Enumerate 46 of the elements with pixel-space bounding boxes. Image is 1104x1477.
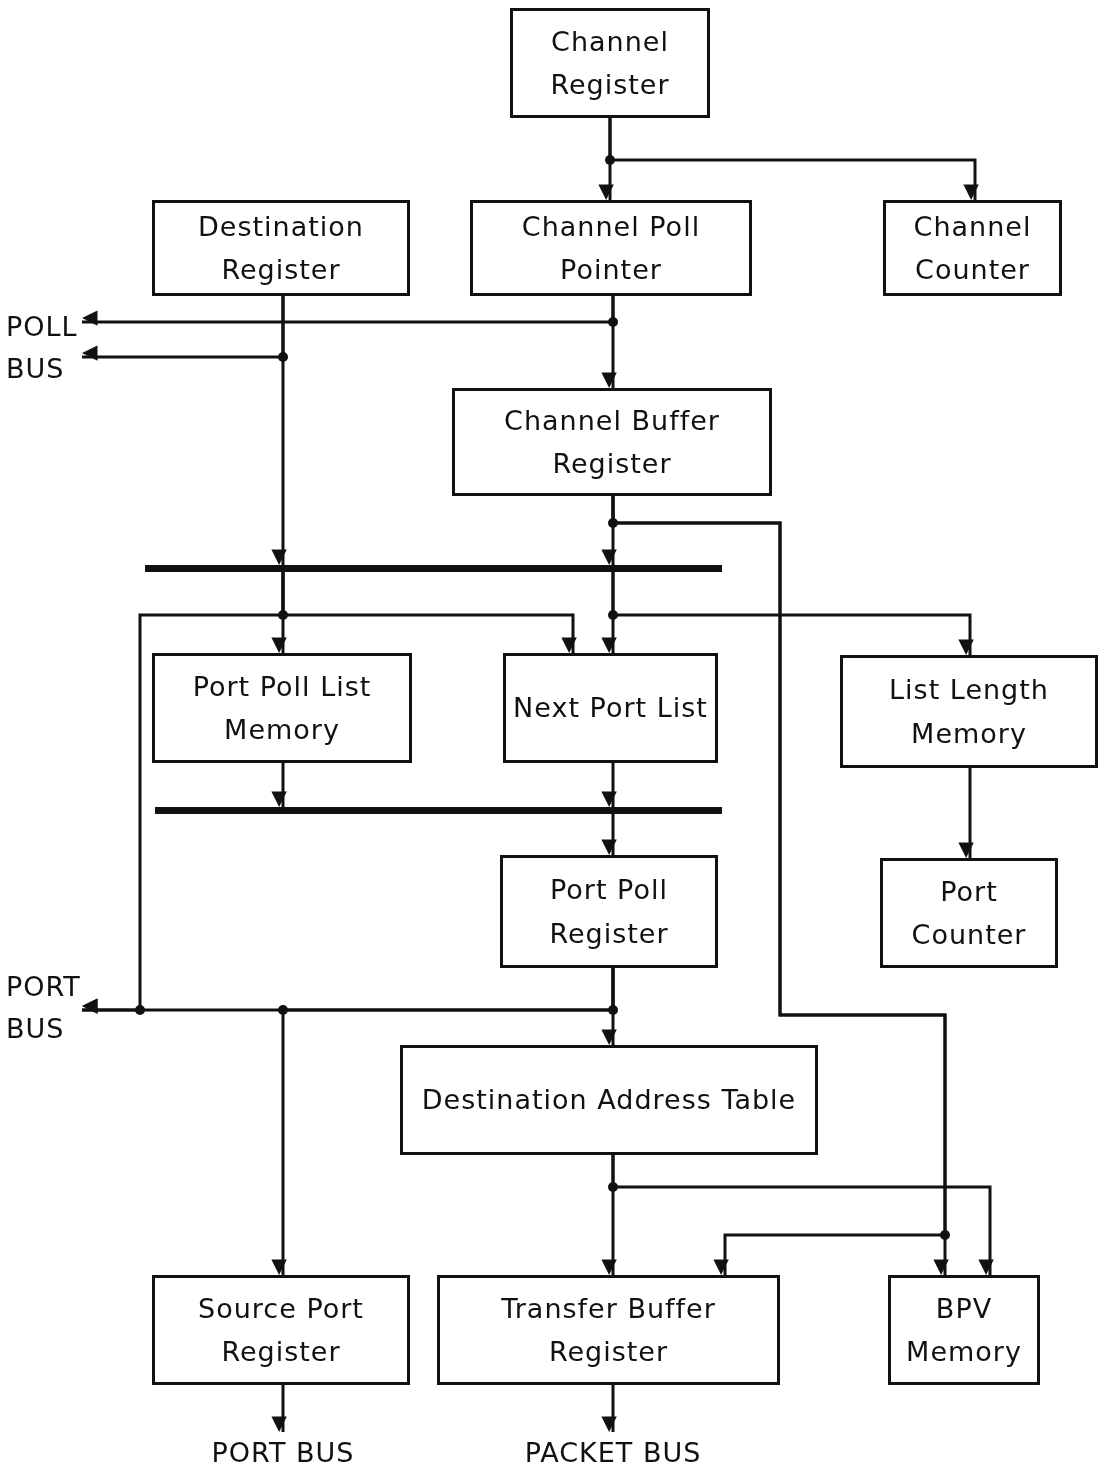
arrow <box>271 763 287 807</box>
register-box <box>500 855 718 968</box>
box-label: List Length Memory <box>888 673 1050 751</box>
bus-bar <box>145 565 722 572</box>
box-label: Destination Register <box>197 209 365 287</box>
box-label: Next Port List <box>513 691 708 726</box>
arrow <box>271 1385 287 1432</box>
register-box <box>470 200 752 296</box>
box-label: Channel Counter <box>912 209 1033 287</box>
register-box <box>883 200 1062 296</box>
arrow <box>601 1385 617 1432</box>
arrow <box>601 814 617 855</box>
register-box <box>840 655 1098 768</box>
bus-label: POLL BUS <box>6 309 79 386</box>
arrow <box>82 296 615 326</box>
register-box <box>880 858 1058 968</box>
box-label: Port Counter <box>910 874 1028 952</box>
box-label: Port Poll Register <box>548 873 670 951</box>
bus-label: PORT BUS <box>211 1436 355 1471</box>
box-label: Transfer Buffer Register <box>500 1291 717 1369</box>
box-label: Channel Buffer Register <box>503 403 721 481</box>
bus-bar <box>155 807 722 814</box>
arrow <box>271 968 615 1275</box>
bus-label: PACKET BUS <box>524 1436 702 1471</box>
register-box <box>152 200 410 296</box>
register-box <box>400 1045 818 1155</box>
register-box <box>437 1275 780 1385</box>
arrow <box>271 296 287 565</box>
register-box <box>510 8 710 118</box>
box-label: Channel Poll Pointer <box>520 209 702 287</box>
register-box <box>888 1275 1040 1385</box>
box-label: Source Port Register <box>197 1291 365 1369</box>
bus-label: PORT BUS <box>6 969 82 1046</box>
register-box <box>452 388 772 496</box>
register-box <box>152 653 412 763</box>
arrow <box>601 763 617 807</box>
register-box <box>503 653 718 763</box>
box-label: Destination Address Table <box>421 1083 797 1118</box>
arrow <box>611 1155 994 1275</box>
box-label: BPV Memory <box>905 1291 1023 1369</box>
arrow <box>958 768 974 858</box>
arrow <box>608 118 979 200</box>
box-label: Channel Register <box>549 24 671 102</box>
arrow <box>611 572 974 655</box>
register-box <box>152 1275 410 1385</box>
box-label: Port Poll List Memory <box>191 669 373 747</box>
